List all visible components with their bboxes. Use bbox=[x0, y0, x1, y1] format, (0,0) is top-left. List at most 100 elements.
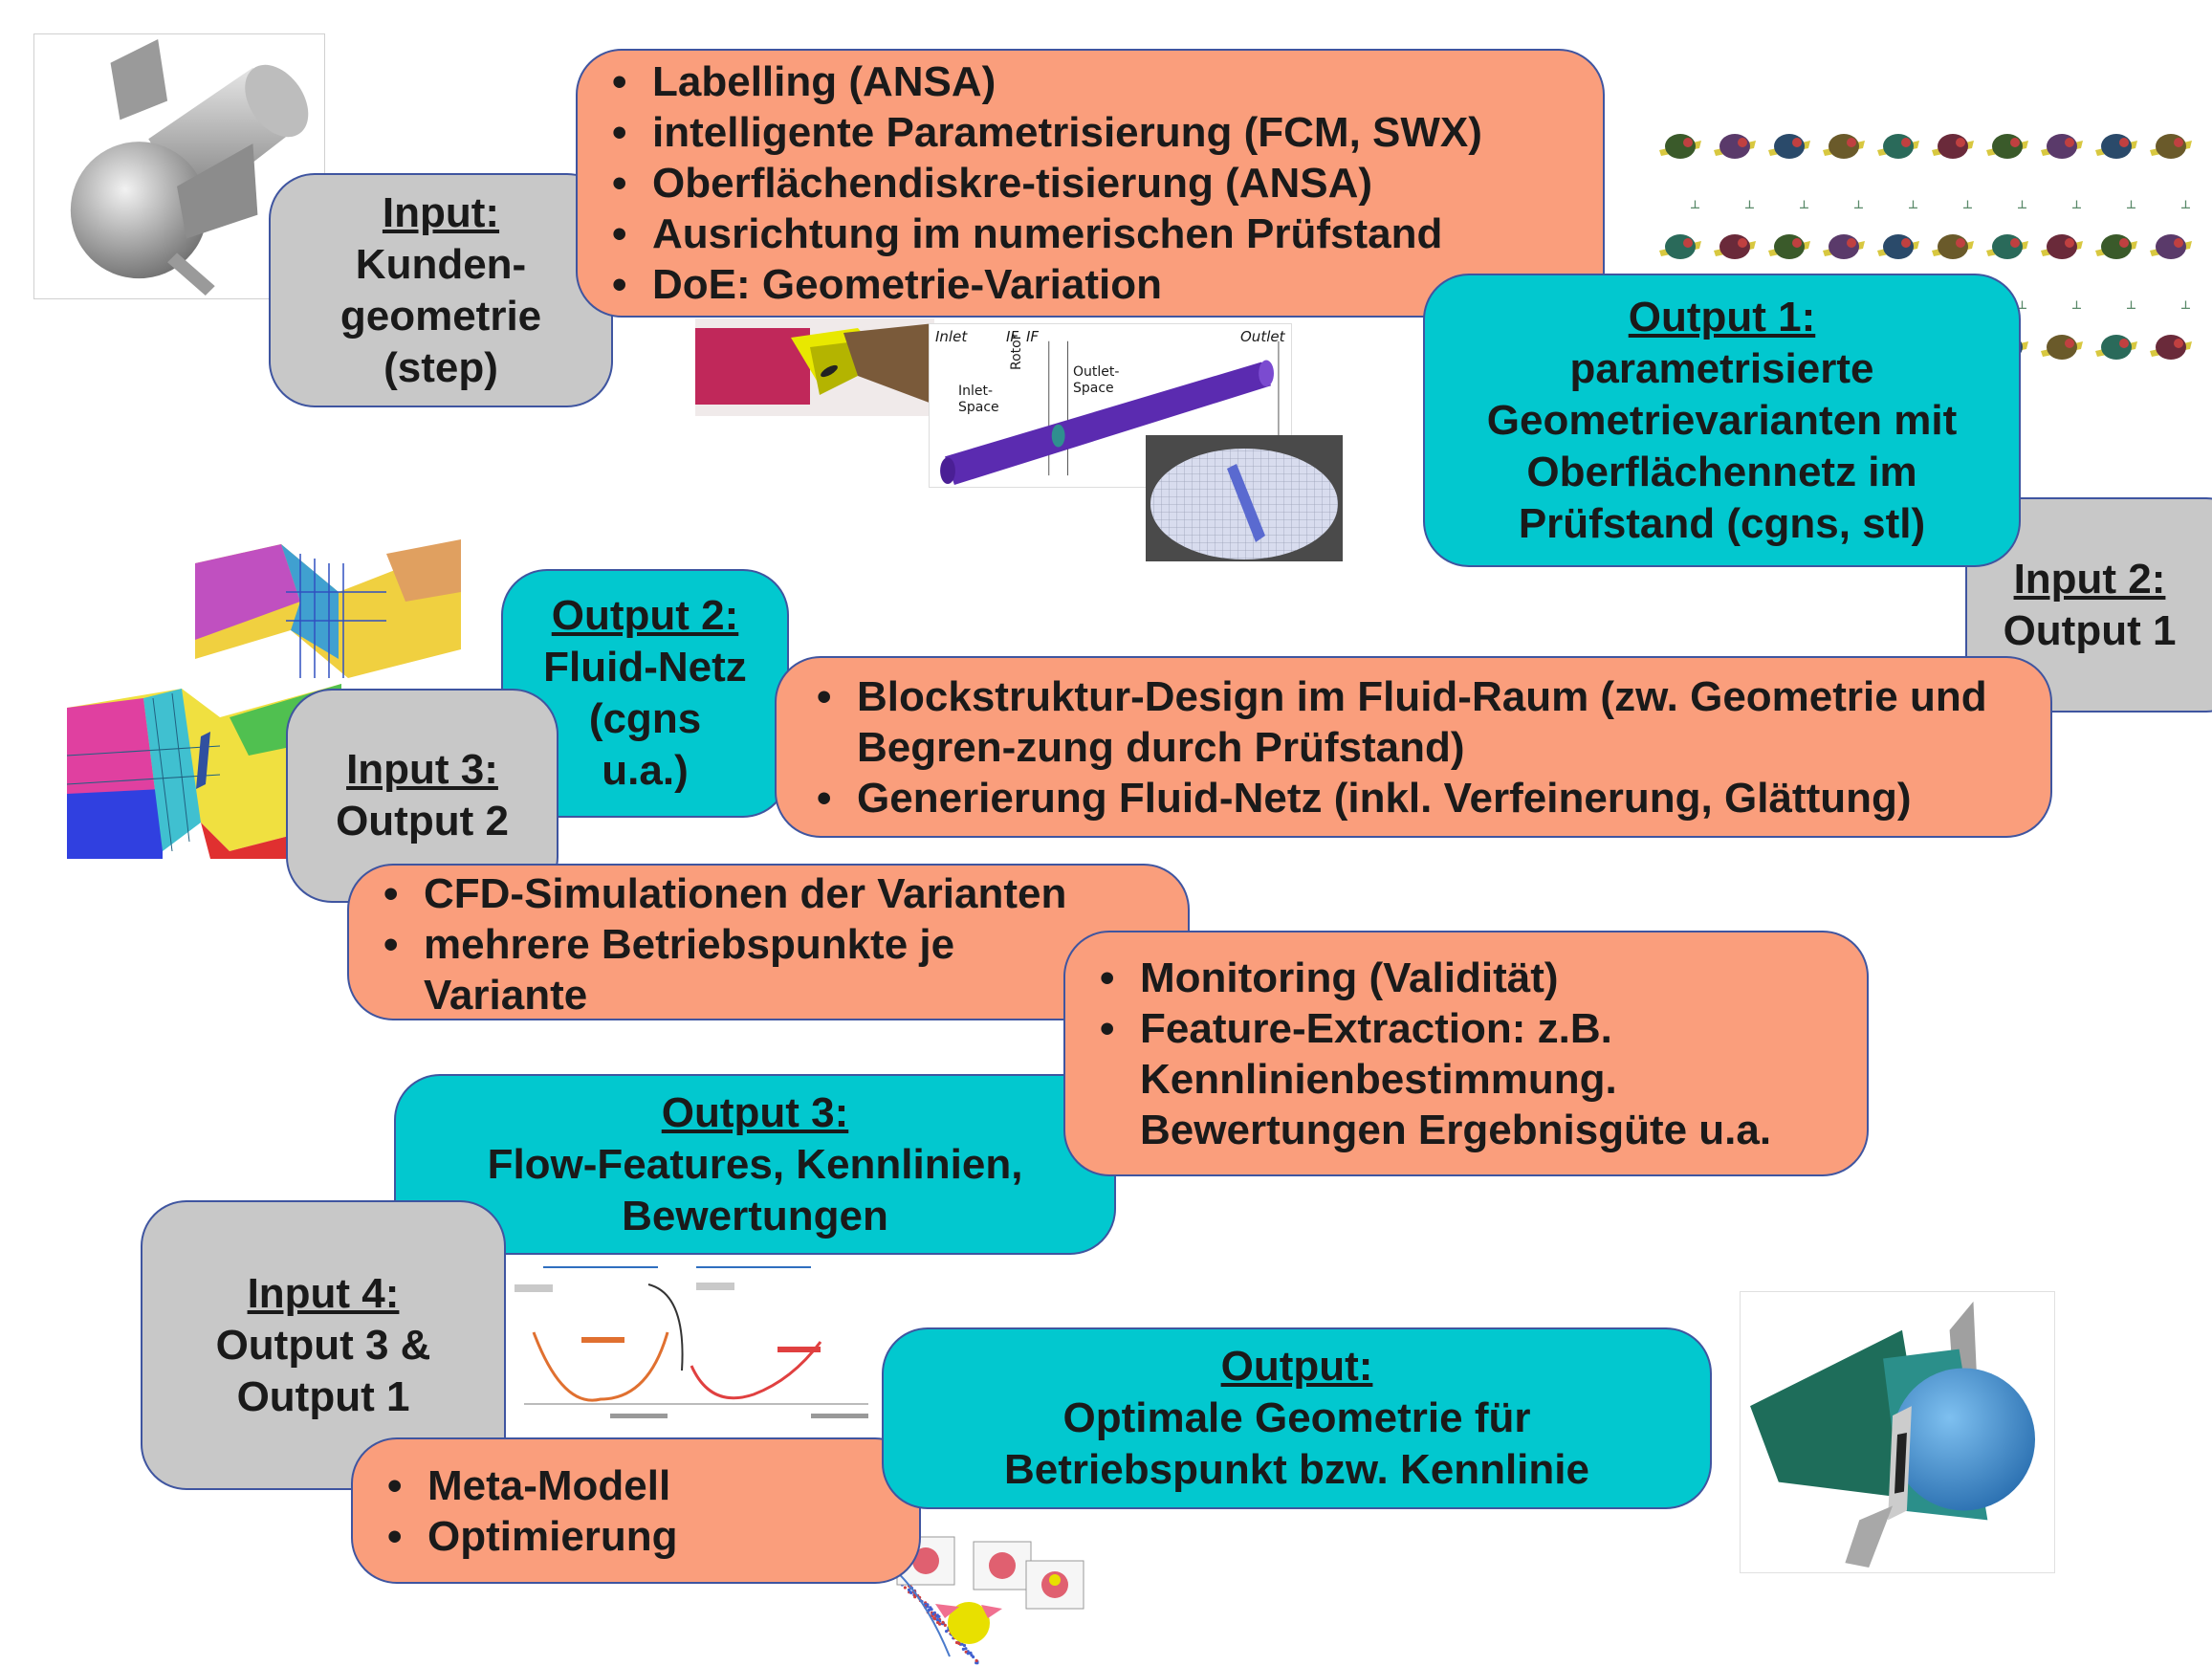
step-5-optimization-box: Meta-Modell Optimierung bbox=[351, 1437, 921, 1584]
variant-thumbnail bbox=[1659, 234, 1701, 259]
scatter-point bbox=[962, 1643, 967, 1648]
variant-thumbnail bbox=[2150, 234, 2192, 259]
list-item: mehrere Betriebspunkte je Variante bbox=[383, 919, 1036, 1020]
variant-thumbnail bbox=[1768, 134, 1810, 159]
scatter-point bbox=[929, 1606, 932, 1610]
input-3-title: Input 3: bbox=[346, 746, 498, 793]
interface-label-2: IF bbox=[1026, 328, 1040, 345]
output-2-line: (cgns bbox=[588, 695, 702, 742]
final-output-box: Output: Optimale Geometrie für Betriebsp… bbox=[882, 1327, 1712, 1509]
variant-marker: ⊥ bbox=[2126, 198, 2136, 211]
step-4-evaluation-box: Monitoring (Validität) Feature-Extractio… bbox=[1063, 931, 1869, 1176]
output-2-title: Output 2: bbox=[551, 592, 739, 639]
input-customer-geometry-box: Input: Kunden- geometrie (step) bbox=[269, 173, 613, 407]
output-1-line: parametrisierte bbox=[1569, 344, 1874, 392]
optimal-geometry-image bbox=[1740, 1291, 2055, 1573]
variant-thumbnail bbox=[2095, 335, 2137, 360]
input-2-line: Output 1 bbox=[2003, 606, 2177, 654]
variant-thumbnail bbox=[2095, 234, 2137, 259]
scatter-point bbox=[903, 1586, 907, 1590]
variant-marker: ⊥ bbox=[1799, 198, 1809, 211]
scatter-point bbox=[927, 1608, 931, 1612]
step-1-preprocessing-box: Labelling (ANSA) intelligente Parametris… bbox=[576, 49, 1605, 318]
scatter-point bbox=[943, 1623, 947, 1627]
variant-thumbnail bbox=[2150, 335, 2192, 360]
step-2-meshing-box: Blockstruktur-Design im Fluid-Raum (zw. … bbox=[775, 656, 2052, 838]
scatter-point bbox=[907, 1588, 911, 1591]
fluid-block-image-1 bbox=[195, 535, 461, 691]
variant-thumbnail bbox=[2041, 234, 2083, 259]
variant-thumbnail bbox=[2095, 134, 2137, 159]
list-item: Monitoring (Validität) bbox=[1100, 953, 1855, 1003]
input-2-title: Input 2: bbox=[2013, 555, 2166, 603]
scatter-point bbox=[945, 1630, 949, 1634]
variant-thumbnail bbox=[1768, 234, 1810, 259]
list-item: Feature-Extraction: z.B. Kennlinienbesti… bbox=[1100, 1003, 1855, 1155]
scatter-point bbox=[960, 1642, 964, 1646]
output-1-title: Output 1: bbox=[1628, 293, 1816, 340]
scatter-point bbox=[964, 1647, 968, 1651]
outlet-label: Outlet bbox=[1240, 328, 1285, 345]
variant-thumbnail bbox=[1932, 234, 1974, 259]
inlet-label: Inlet bbox=[935, 328, 968, 345]
list-item: intelligente Parametrisierung (FCM, SWX) bbox=[612, 107, 1603, 158]
meta-model-chart-image bbox=[505, 1256, 883, 1426]
variant-thumbnail bbox=[2041, 134, 2083, 159]
variant-thumbnail bbox=[1932, 134, 1974, 159]
scatter-point bbox=[935, 1614, 939, 1618]
list-item: Blockstruktur-Design im Fluid-Raum (zw. … bbox=[817, 671, 2031, 773]
rotor-label: Rotor bbox=[1009, 334, 1024, 370]
step-5-list: Meta-Modell Optimierung bbox=[374, 1460, 919, 1562]
input-3-line: Output 2 bbox=[336, 798, 509, 844]
variant-thumbnail bbox=[1877, 134, 1919, 159]
variant-marker: ⊥ bbox=[1853, 198, 1864, 211]
variant-marker: ⊥ bbox=[1744, 198, 1755, 211]
scatter-point bbox=[975, 1658, 978, 1662]
scatter-point bbox=[966, 1652, 970, 1656]
inlet-space-label: Inlet-Space bbox=[958, 384, 999, 415]
step-3-list: CFD-Simulationen der Varianten mehrere B… bbox=[370, 868, 1150, 1020]
blade-geometry-image bbox=[695, 318, 934, 416]
surface-mesh-image bbox=[1146, 435, 1343, 561]
scatter-point bbox=[931, 1612, 935, 1616]
input-line: geometrie bbox=[339, 292, 542, 340]
output-3-line: Bewertungen bbox=[622, 1192, 888, 1239]
variant-thumbnail bbox=[1714, 234, 1756, 259]
input-4-line: Output 1 bbox=[236, 1372, 410, 1420]
output-2-line: Fluid-Netz bbox=[543, 644, 747, 691]
variant-thumbnail bbox=[1823, 234, 1865, 259]
scatter-point bbox=[938, 1622, 942, 1626]
variant-marker: ⊥ bbox=[1962, 198, 1973, 211]
list-item: DoE: Geometrie-Variation bbox=[612, 259, 1603, 310]
variant-thumbnail bbox=[2150, 134, 2192, 159]
scatter-point bbox=[932, 1616, 937, 1621]
variant-marker: ⊥ bbox=[2071, 198, 2082, 211]
list-item: CFD-Simulationen der Varianten bbox=[383, 868, 1150, 919]
scatter-point bbox=[969, 1651, 973, 1655]
final-output-line: Betriebspunkt bzw. Kennlinie bbox=[1004, 1446, 1589, 1493]
step-3-simulation-box: CFD-Simulationen der Varianten mehrere B… bbox=[347, 864, 1190, 1020]
scatter-point bbox=[935, 1618, 939, 1622]
scatter-point bbox=[957, 1641, 961, 1645]
final-output-title: Output: bbox=[1220, 1343, 1373, 1390]
output-1-line: Prüfstand (cgns, stl) bbox=[1518, 499, 1926, 547]
variant-marker: ⊥ bbox=[2126, 298, 2136, 312]
list-item: Ausrichtung im numerischen Prüfstand bbox=[612, 208, 1603, 259]
output-3-title: Output 3: bbox=[661, 1088, 849, 1136]
final-output-line: Optimale Geometrie für bbox=[1062, 1394, 1531, 1441]
step-1-list: Labelling (ANSA) intelligente Parametris… bbox=[599, 56, 1603, 310]
input-4-line: Output 3 & bbox=[215, 1321, 431, 1369]
scatter-point bbox=[961, 1647, 965, 1651]
variant-marker: ⊥ bbox=[2180, 198, 2191, 211]
scatter-point bbox=[913, 1595, 917, 1599]
input-4-title: Input 4: bbox=[247, 1269, 400, 1317]
list-item: Labelling (ANSA) bbox=[612, 56, 1603, 107]
scatter-point bbox=[926, 1605, 930, 1609]
output-3-box: Output 3: Flow-Features, Kennlinien, Bew… bbox=[394, 1074, 1116, 1255]
list-item: Meta-Modell bbox=[387, 1460, 919, 1511]
variant-thumbnail bbox=[1986, 234, 2028, 259]
variant-thumbnail bbox=[1877, 234, 1919, 259]
variant-marker: ⊥ bbox=[1690, 198, 1700, 211]
variant-marker: ⊥ bbox=[1908, 198, 1918, 211]
output-2-line: u.a.) bbox=[602, 747, 689, 794]
